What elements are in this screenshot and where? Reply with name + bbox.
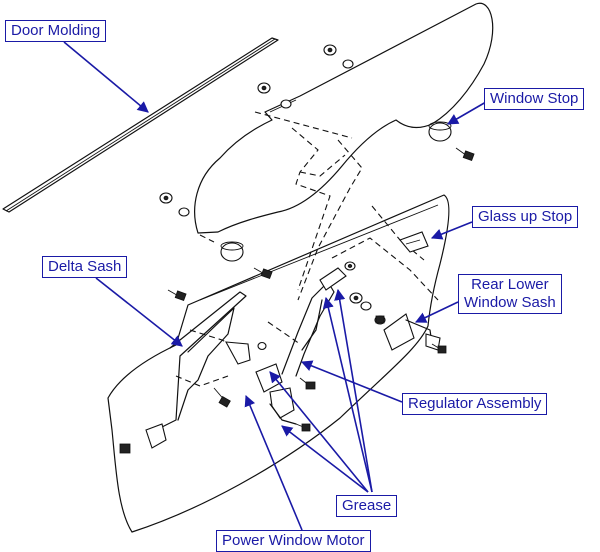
window-glass xyxy=(194,2,494,234)
delta-sash-part xyxy=(145,291,251,449)
regulator-part xyxy=(255,267,347,425)
regulator-assembly-label: Regulator Assembly xyxy=(402,393,548,415)
rear-lower-window-sash-label: Rear Lower Window Sash xyxy=(458,274,562,314)
bolt xyxy=(213,387,231,408)
bolt xyxy=(431,343,447,354)
power-window-motor-label: Power Window Motor xyxy=(216,530,371,552)
glass-up-stop-label: Glass up Stop xyxy=(472,206,579,228)
delta-sash-label: Delta Sash xyxy=(42,256,128,278)
door-panel xyxy=(107,194,450,533)
window-stop-blocks xyxy=(220,121,452,262)
bolt xyxy=(295,423,311,432)
rear-lower-sash-part xyxy=(383,313,441,351)
washers xyxy=(159,44,386,351)
grease-label: Grease xyxy=(336,495,398,517)
bolts xyxy=(119,147,475,454)
leader-arrows xyxy=(63,41,487,531)
door-molding-strip xyxy=(2,37,279,213)
door-molding-label: Door Molding xyxy=(5,20,107,42)
bolt xyxy=(253,267,273,280)
bolt xyxy=(167,289,187,302)
window-stop-label: Window Stop xyxy=(484,88,585,110)
glass-up-stop-part xyxy=(399,231,429,253)
bolt xyxy=(455,147,475,162)
bolt xyxy=(119,443,131,454)
bolt xyxy=(299,377,316,390)
bolt xyxy=(375,315,385,324)
